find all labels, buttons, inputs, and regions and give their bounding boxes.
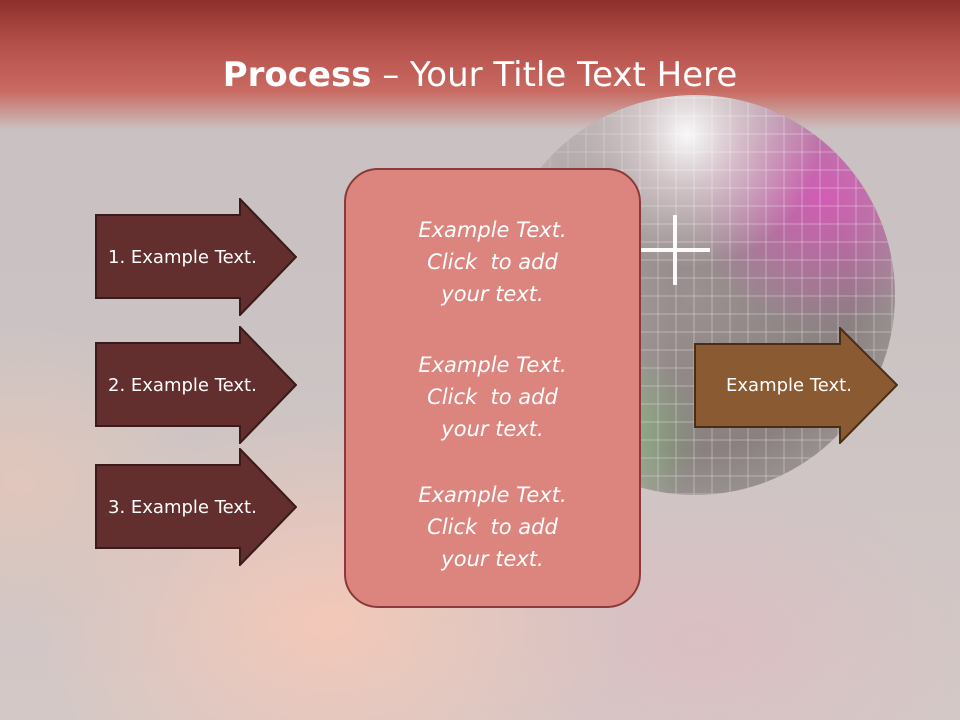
arrow-shape: [694, 327, 898, 444]
title-bold: Process: [222, 55, 372, 95]
text-line: Example Text.: [418, 353, 567, 377]
text-line: Example Text.: [418, 218, 567, 242]
center-text-box[interactable]: Example Text. Click to add your text. Ex…: [344, 168, 641, 608]
text-line: your text.: [441, 417, 544, 441]
arrow-shape: [95, 198, 297, 316]
arrow-shape: [95, 448, 297, 566]
process-arrow-label: 2. Example Text.: [108, 374, 257, 396]
text-line: Click to add: [427, 515, 558, 539]
sparkle-icon: [640, 215, 710, 285]
text-line: your text.: [441, 547, 544, 571]
title-rest: – Your Title Text Here: [371, 55, 738, 95]
process-arrow-label: 3. Example Text.: [108, 496, 257, 518]
text-line: your text.: [441, 282, 544, 306]
process-arrow-3[interactable]: 3. Example Text.: [95, 448, 297, 566]
title-bar: [0, 0, 960, 130]
text-block-1: Example Text. Click to add your text.: [346, 214, 639, 310]
text-line: Click to add: [427, 250, 558, 274]
text-block-3: Example Text. Click to add your text.: [346, 479, 639, 575]
text-line: Click to add: [427, 385, 558, 409]
result-arrow-label: Example Text.: [726, 375, 852, 396]
process-arrow-1[interactable]: 1. Example Text.: [95, 198, 297, 316]
slide-title[interactable]: Process – Your Title Text Here: [0, 52, 960, 98]
process-arrow-label: 1. Example Text.: [108, 246, 257, 268]
text-line: Example Text.: [418, 483, 567, 507]
arrow-shape: [95, 326, 297, 444]
text-block-2: Example Text. Click to add your text.: [346, 349, 639, 445]
result-arrow[interactable]: Example Text.: [694, 327, 898, 444]
process-arrow-2[interactable]: 2. Example Text.: [95, 326, 297, 444]
